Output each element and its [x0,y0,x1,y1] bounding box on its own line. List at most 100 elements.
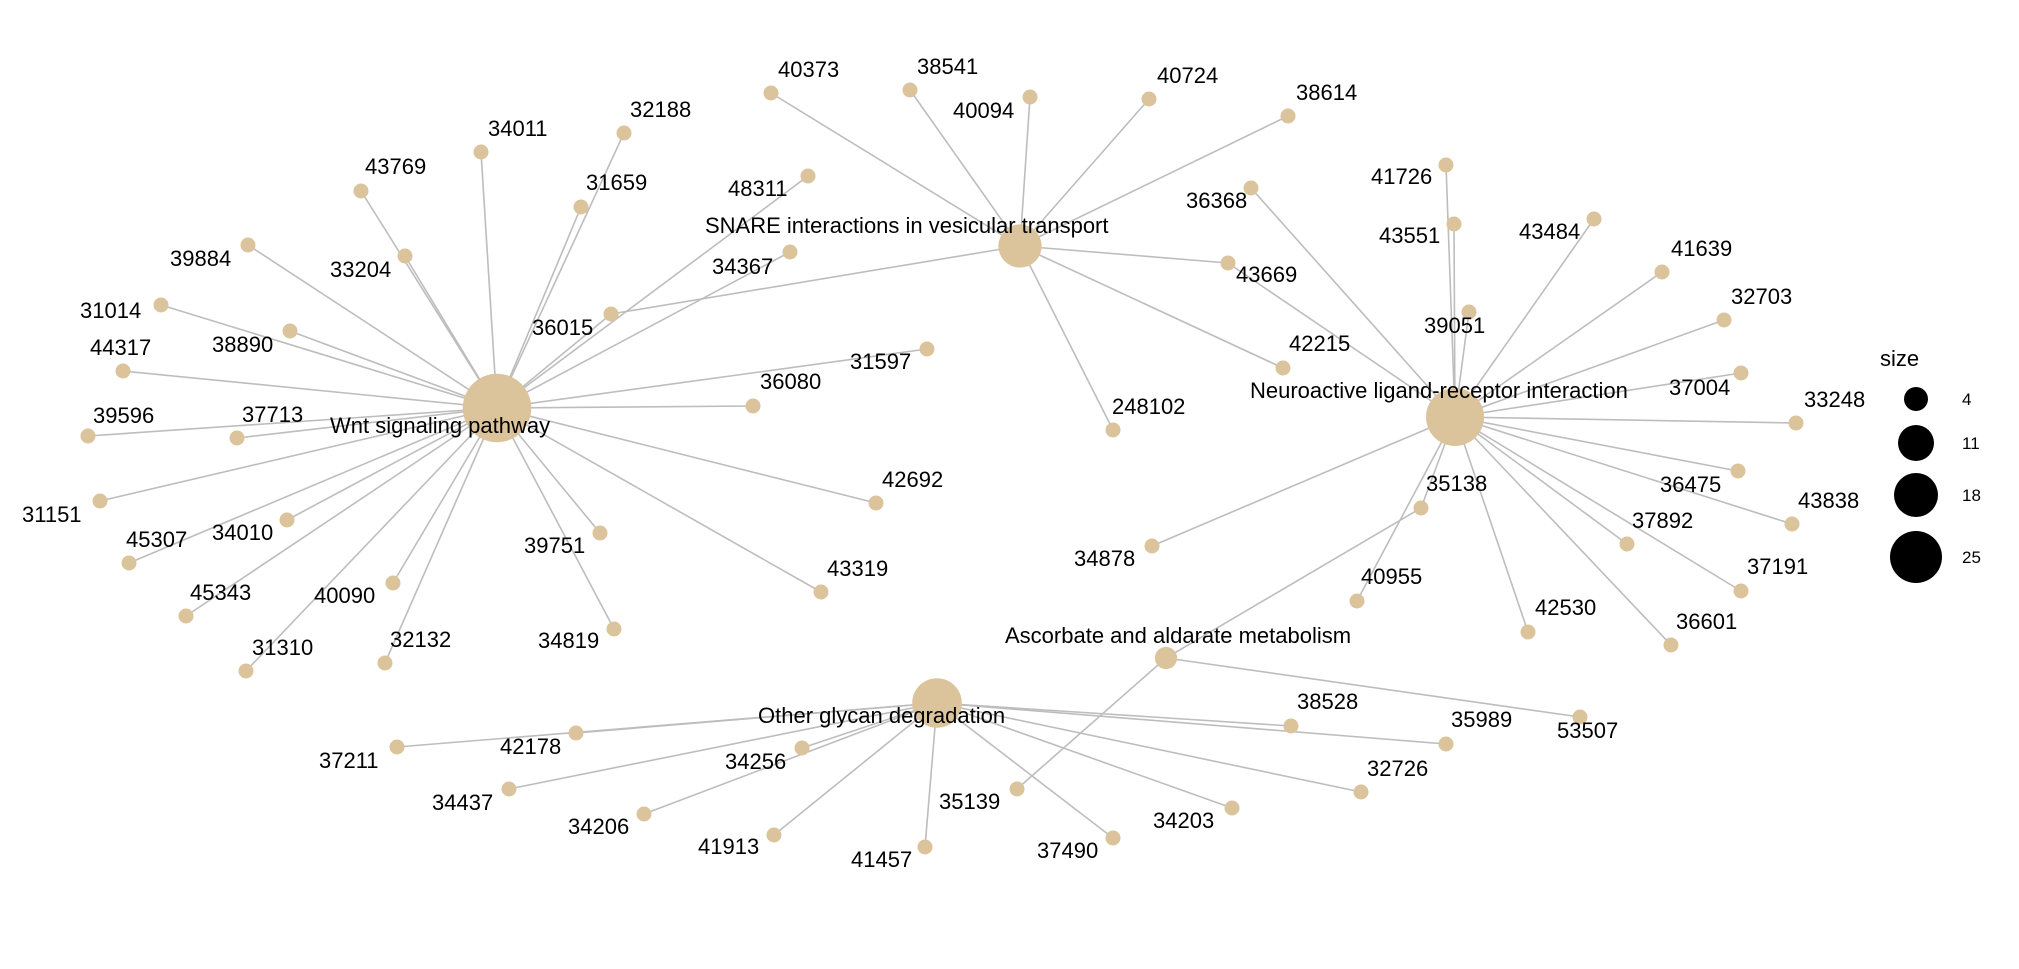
gene-node-43319[interactable] [813,584,829,600]
gene-node-36080[interactable] [745,398,761,414]
gene-node-32703[interactable] [1716,312,1732,328]
gene-node-36475[interactable] [1730,463,1746,479]
gene-node-36015[interactable] [603,306,619,322]
gene-node-42692[interactable] [868,495,884,511]
gene-node-35138[interactable] [1413,500,1429,516]
gene-node-38528[interactable] [1283,718,1299,734]
gene-node-41726[interactable] [1438,157,1454,173]
edge-37191-neuro [1454,416,1742,592]
edge-36368-neuro [1250,187,1456,418]
gene-node-45343[interactable] [178,608,194,624]
pathway-label-ascorbate: Ascorbate and aldarate metabolism [1005,623,1351,648]
pathway-node-neuro[interactable] [1426,388,1484,446]
gene-label-36475: 36475 [1660,472,1721,497]
gene-node-33248[interactable] [1788,415,1804,431]
pathway-node-wnt[interactable] [462,373,532,443]
gene-node-40094[interactable] [1022,89,1038,105]
gene-node-37211[interactable] [389,739,405,755]
pathway-node-ascorbate[interactable] [1154,646,1178,670]
edge-31151-wnt [99,407,498,502]
gene-node-53507[interactable] [1572,709,1588,725]
gene-node-41457[interactable] [917,839,933,855]
gene-node-31310[interactable] [238,663,254,679]
gene-node-39884[interactable] [240,237,256,253]
gene-node-42178[interactable] [568,725,584,741]
pathway-node-glycan[interactable] [912,678,962,728]
gene-node-43484[interactable] [1586,211,1602,227]
gene-node-43669[interactable] [1220,255,1236,271]
gene-node-41913[interactable] [766,827,782,843]
gene-node-37490[interactable] [1105,830,1121,846]
gene-label-45343: 45343 [190,580,251,605]
gene-node-34437[interactable] [501,781,517,797]
gene-node-38890[interactable] [282,323,298,339]
gene-node-31597[interactable] [919,341,935,357]
gene-node-34256[interactable] [794,740,810,756]
gene-node-32188[interactable] [616,125,632,141]
gene-node-36368[interactable] [1243,180,1259,196]
gene-node-37191[interactable] [1733,583,1749,599]
gene-node-32132[interactable] [377,655,393,671]
gene-label-36080: 36080 [760,369,821,394]
gene-node-40955[interactable] [1349,593,1365,609]
gene-node-33204[interactable] [397,248,413,264]
gene-node-38614[interactable] [1280,108,1296,124]
gene-node-35139[interactable] [1009,781,1025,797]
edge-37490-glycan [936,702,1114,839]
gene-label-34819: 34819 [538,628,599,653]
gene-node-31014[interactable] [153,297,169,313]
edge-36601-neuro [1454,416,1672,646]
gene-node-43551[interactable] [1446,216,1462,232]
edge-43669-neuro [1227,262,1456,418]
gene-label-43319: 43319 [827,556,888,581]
gene-node-34878[interactable] [1144,538,1160,554]
gene-node-31659[interactable] [573,199,589,215]
legend-label-4: 4 [1962,390,1971,409]
gene-node-39596[interactable] [80,428,96,444]
gene-node-36601[interactable] [1663,637,1679,653]
gene-node-41639[interactable] [1654,264,1670,280]
gene-label-248102: 248102 [1112,394,1185,419]
gene-label-35138: 35138 [1426,471,1487,496]
gene-node-37713[interactable] [229,430,245,446]
gene-label-40724: 40724 [1157,63,1218,88]
gene-node-248102[interactable] [1105,422,1121,438]
gene-node-40724[interactable] [1141,91,1157,107]
gene-node-37004[interactable] [1733,365,1749,381]
gene-node-34011[interactable] [473,144,489,160]
gene-node-34010[interactable] [279,512,295,528]
gene-node-34203[interactable] [1224,800,1240,816]
edge-34203-glycan [936,702,1233,809]
legend-title: size [1880,346,1919,371]
edge-32132-wnt [384,407,498,664]
gene-node-32726[interactable] [1353,784,1369,800]
gene-node-37892[interactable] [1619,536,1635,552]
gene-node-39751[interactable] [592,525,608,541]
gene-node-34819[interactable] [606,621,622,637]
gene-node-38541[interactable] [902,82,918,98]
gene-node-48311[interactable] [800,168,816,184]
gene-label-39751: 39751 [524,533,585,558]
gene-node-34206[interactable] [636,806,652,822]
gene-node-42530[interactable] [1520,624,1536,640]
gene-node-31151[interactable] [92,493,108,509]
gene-node-43838[interactable] [1784,516,1800,532]
gene-label-31014: 31014 [80,298,141,323]
edge-37211-glycan [396,702,938,748]
edge-42692-wnt [496,407,877,504]
gene-label-36368: 36368 [1186,188,1247,213]
gene-label-40373: 40373 [778,57,839,82]
gene-node-39051[interactable] [1461,304,1477,320]
edge-248102-snare [1019,245,1114,431]
gene-node-40373[interactable] [763,85,779,101]
gene-label-34010: 34010 [212,520,273,545]
gene-node-45307[interactable] [121,555,137,571]
gene-node-34367[interactable] [782,244,798,260]
edge-53507-ascorbate [1165,657,1581,718]
gene-node-43769[interactable] [353,183,369,199]
gene-node-40090[interactable] [385,575,401,591]
gene-node-35989[interactable] [1438,736,1454,752]
gene-node-44317[interactable] [115,363,131,379]
pathway-node-snare[interactable] [998,224,1042,268]
gene-node-42215[interactable] [1275,360,1291,376]
